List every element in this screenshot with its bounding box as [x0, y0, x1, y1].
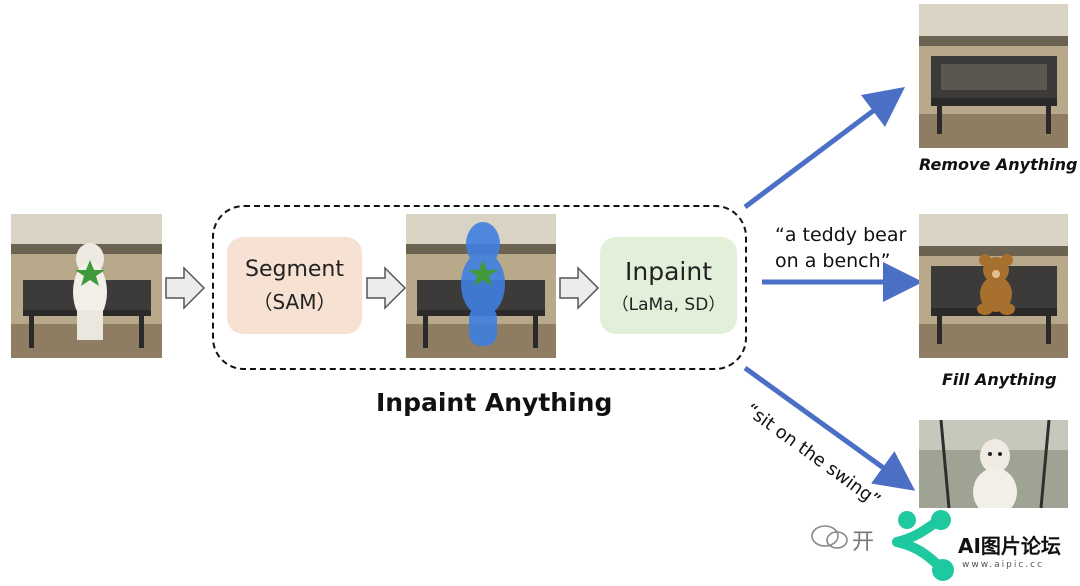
click-star-icon: [468, 260, 498, 286]
wechat-icon: [810, 522, 850, 552]
segment-model: （SAM）: [252, 289, 337, 314]
watermark-url: www.aipic.cc: [962, 560, 1045, 570]
flow-arrow-1: [165, 266, 206, 310]
flow-arrow-3: [559, 266, 600, 310]
inpaint-label: Inpaint: [625, 256, 712, 286]
watermark-fragment: 开: [852, 530, 875, 555]
remove-output-photo: [919, 4, 1068, 148]
masked-photo: [406, 214, 556, 358]
pipeline-frame: [212, 205, 747, 370]
segment-box: Segment （SAM）: [227, 237, 362, 334]
inpaint-models: （LaMa, SD）: [611, 294, 726, 315]
fill-prompt: “a teddy bear on a bench”: [775, 222, 906, 274]
fill-output-photo: [919, 214, 1068, 358]
segment-label: Segment: [245, 256, 344, 282]
fill-prompt-line-1: “a teddy bear: [775, 224, 907, 246]
pipeline-title: Inpaint Anything: [376, 388, 613, 417]
watermark-brand: AI图片论坛: [958, 534, 1061, 558]
remove-caption: Remove Anything: [919, 155, 1078, 174]
segmentation-mask: [461, 222, 505, 346]
remove-arrow: [743, 87, 905, 209]
flow-arrow-2: [366, 266, 407, 310]
fill-prompt-line-2: on a bench”: [775, 250, 891, 272]
click-star-icon: [75, 260, 105, 286]
inpaint-box: Inpaint （LaMa, SD）: [600, 237, 737, 334]
teddy-bear: [977, 254, 1015, 315]
replace-arrow: [743, 365, 916, 491]
input-photo: [11, 214, 162, 358]
fill-caption: Fill Anything: [942, 370, 1057, 389]
watermark-logo-icon: [883, 508, 963, 584]
replace-output-photo: [919, 420, 1068, 508]
